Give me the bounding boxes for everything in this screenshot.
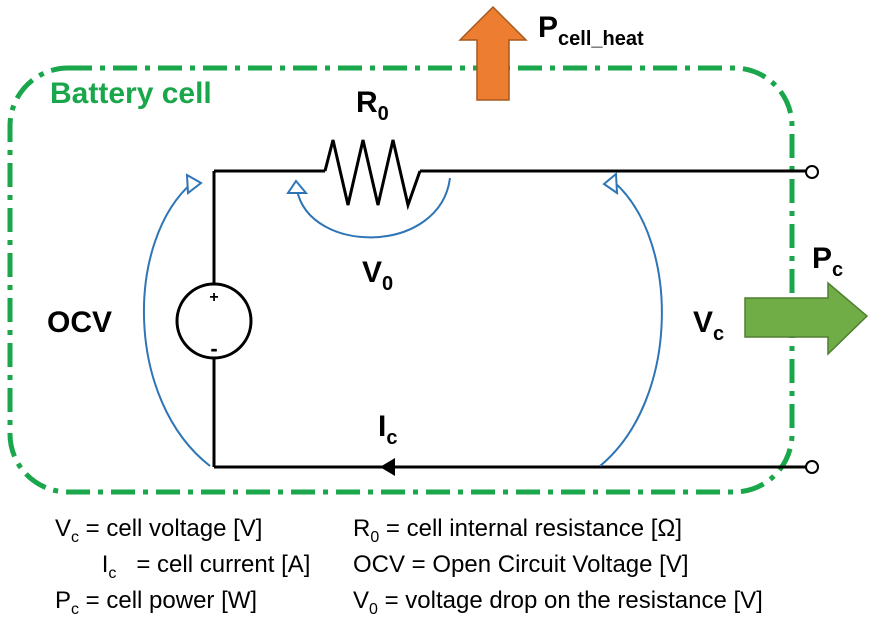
battery-cell-boundary (7, 65, 795, 495)
terminal-top (805, 165, 819, 179)
voltage-source (175, 282, 253, 360)
source-plus-sign: + (209, 289, 218, 306)
ocv-arc (142, 181, 211, 467)
vc-label: Vc (693, 306, 724, 345)
legend-ic: Ic = cell current [A] (55, 551, 344, 582)
terminal-bottom (805, 460, 819, 474)
source-minus-sign: - (210, 336, 217, 361)
legend-v0: V0 = voltage drop on the resistance [V] (353, 587, 763, 618)
vc-arrowhead (602, 171, 619, 195)
current-arrowhead (380, 458, 395, 476)
v0-arrowhead (286, 179, 309, 194)
power-out-label: Pc (812, 242, 843, 281)
current-label: Ic (378, 410, 397, 449)
resistor-label: R0 (356, 86, 389, 125)
circuit-wires (212, 139, 806, 469)
battery-cell-label: Battery cell (50, 77, 212, 110)
power-out-arrow (744, 281, 869, 356)
v0-arc (296, 177, 451, 239)
legend-r0: R0 = cell internal resistance [Ω] (353, 515, 682, 546)
legend-ocv: OCV = Open Circuit Voltage [V] (353, 551, 689, 578)
ocv-arrowhead (185, 173, 203, 195)
v0-label: V0 (362, 256, 393, 295)
vc-arc (599, 181, 663, 467)
legend-vc: Vc = cell voltage [V] (55, 515, 262, 546)
heat-power-label: Pcell_heat (538, 11, 644, 50)
ocv-label: OCV (47, 306, 112, 339)
voltage-arcs (142, 177, 663, 467)
legend-pc: Pc = cell power [W] (55, 587, 257, 618)
heat-arrow (458, 5, 528, 101)
legend: Vc = cell voltage [V] Ic = cell current … (55, 515, 763, 618)
